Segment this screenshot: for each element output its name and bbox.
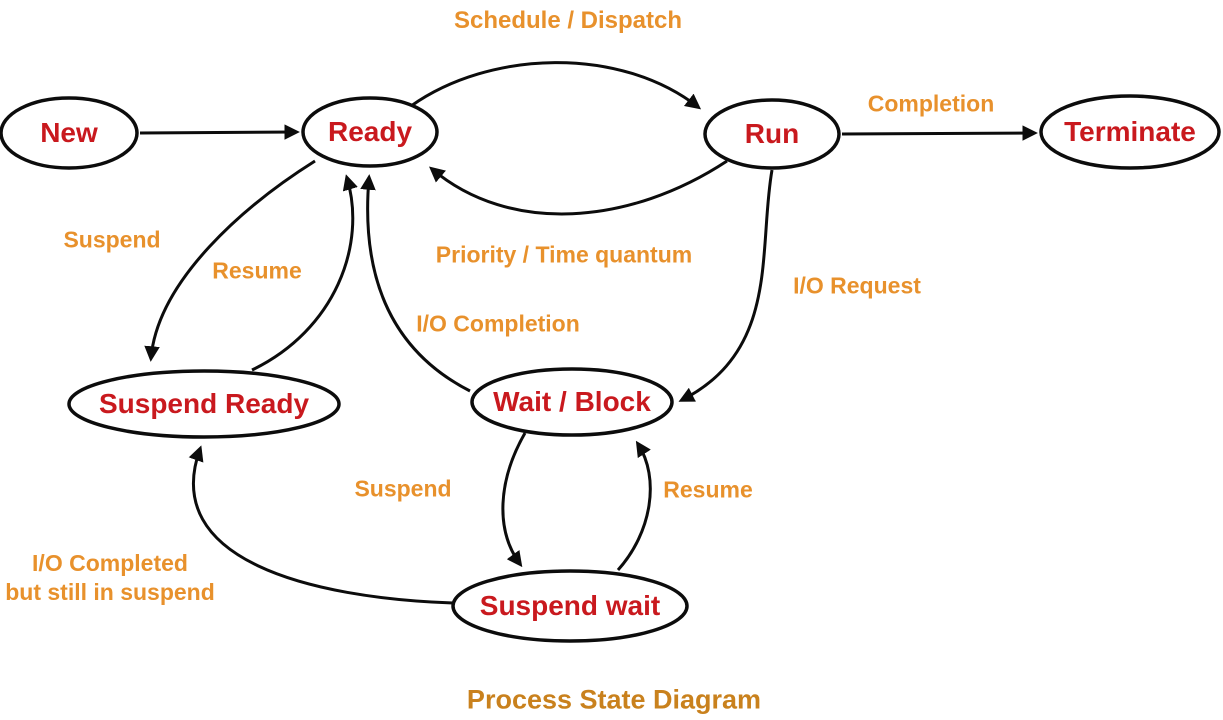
state-label-run: Run [744, 118, 800, 149]
edge-label-priority-quantum: Priority / Time quantum [435, 241, 693, 268]
state-ellipse-terminate [1039, 94, 1221, 170]
state-ellipse-ready [301, 96, 439, 168]
state-ellipse-new [0, 96, 139, 170]
edge-label-suspend-left: Suspend [63, 226, 161, 253]
state-label-new: New [40, 117, 98, 148]
arrow-io-completed-suspend [188, 445, 454, 605]
edge-label-io-completed-suspend: I/O Completed but still in suspend [5, 549, 215, 607]
state-label-wait-block: Wait / Block [493, 386, 651, 417]
edge-label-schedule-dispatch: Schedule / Dispatch [453, 7, 683, 34]
arrow-suspend-to-suspend-ready [144, 159, 316, 362]
arrow-completion [841, 125, 1038, 141]
state-label-ready: Ready [327, 116, 413, 147]
edge-label-io-completed-line2: but still in suspend [5, 579, 215, 605]
state-label-terminate: Terminate [1064, 116, 1196, 147]
edge-label-completion: Completion [867, 90, 995, 117]
state-label-suspend-ready: Suspend Ready [98, 388, 310, 419]
state-ellipse-wait-block [470, 367, 674, 437]
arrow-resume-to-wait-block [616, 440, 652, 571]
state-ellipse-suspend-ready [67, 369, 341, 439]
state-ellipse-suspend-wait [451, 569, 689, 643]
arrow-io-completion [360, 174, 471, 393]
arrow-suspend-to-suspend-wait [501, 432, 527, 568]
arrow-resume-to-ready [251, 174, 358, 372]
arrow-io-request [678, 169, 774, 402]
edge-label-io-completion: I/O Completion [416, 310, 580, 337]
edge-label-resume-mid: Resume [663, 476, 753, 503]
edge-label-resume-left: Resume [212, 257, 302, 284]
diagram-title: Process State Diagram [466, 684, 762, 715]
arrow-admit [139, 124, 300, 140]
arrow-priority-quantum [429, 159, 728, 216]
edge-label-suspend-mid: Suspend [354, 475, 452, 502]
arrow-schedule-dispatch [410, 61, 702, 110]
edge-label-io-request: I/O Request [793, 272, 921, 299]
state-label-suspend-wait: Suspend wait [479, 590, 661, 621]
state-ellipse-run [703, 98, 841, 170]
edge-label-io-completed-line1: I/O Completed [32, 550, 188, 576]
